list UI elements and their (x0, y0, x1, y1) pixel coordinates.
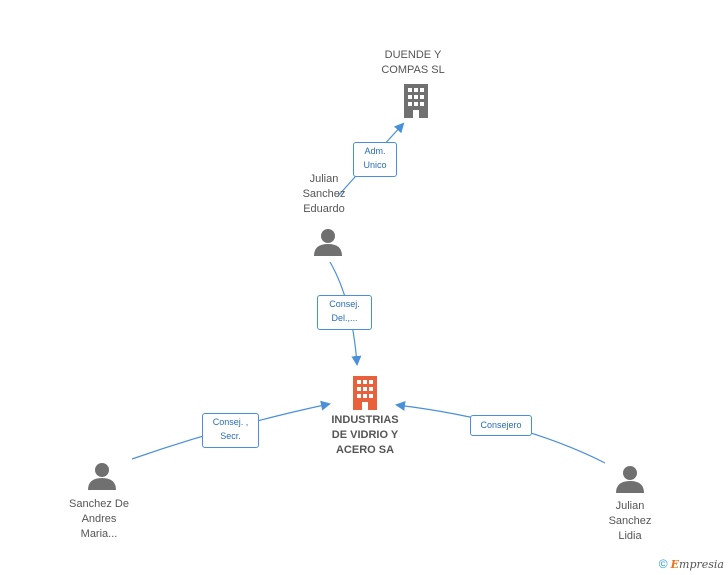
node-label-duende: DUENDE Y COMPAS SL (381, 49, 445, 76)
brand-logo[interactable]: Empresia (670, 558, 724, 571)
node-label-julian-lidia: Julian Sanchez Lidia (608, 500, 652, 542)
building-icon-main[interactable] (350, 375, 380, 411)
node-label-industrias: INDUSTRIAS DE VIDRIO Y ACERO SA (331, 414, 399, 456)
copyright-icon: © (658, 557, 668, 571)
person-icon[interactable] (313, 227, 343, 257)
role-box-consejero[interactable]: Consejero (470, 415, 532, 436)
role-box-consej-secr[interactable]: Consej. , Secr. (202, 413, 259, 448)
node-label-sanchez-andres: Sanchez De Andres Maria... (69, 498, 129, 540)
person-icon[interactable] (615, 464, 645, 494)
building-icon[interactable] (401, 83, 431, 119)
person-icon[interactable] (87, 461, 117, 491)
node-label-julian-eduardo: Julian Sanchez Eduardo (302, 173, 346, 215)
role-box-adm-unico[interactable]: Adm. Unico (353, 142, 397, 177)
role-box-consej-del[interactable]: Consej. Del.,... (317, 295, 372, 330)
footer-brand: © Empresia (659, 557, 724, 571)
